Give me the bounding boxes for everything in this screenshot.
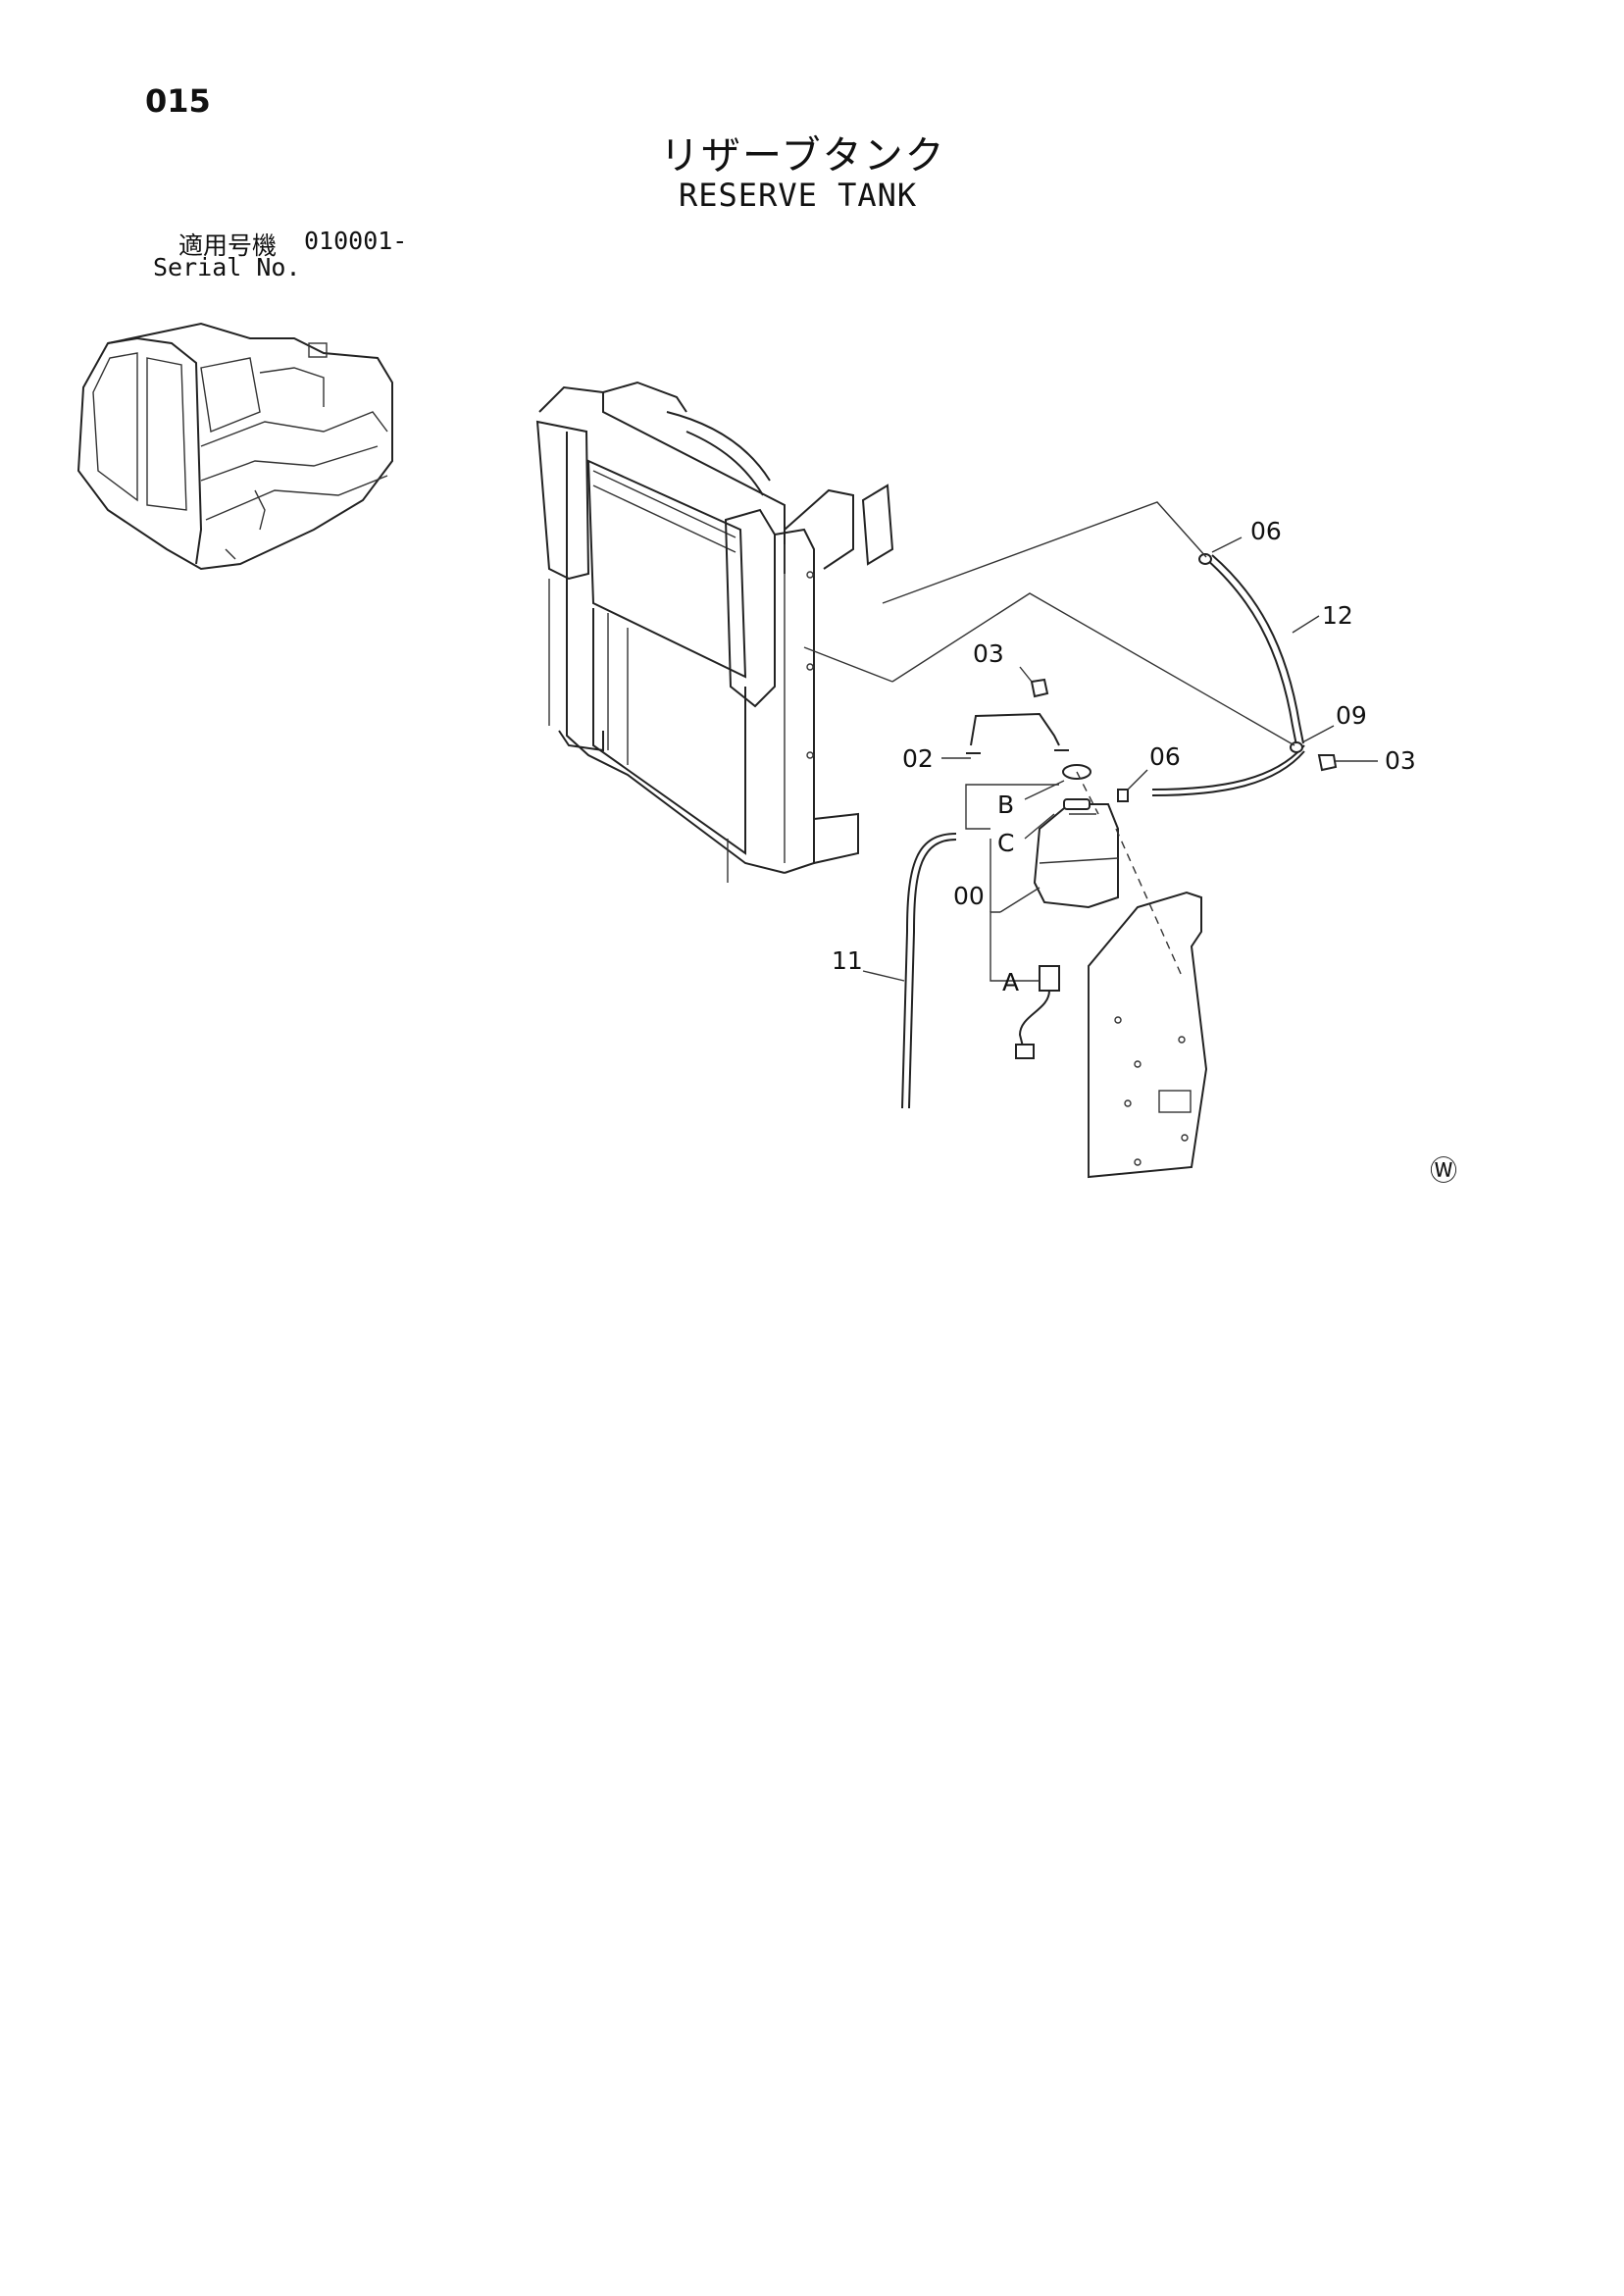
hose-12 [1151, 554, 1320, 796]
callout-03-top: 03 [973, 639, 1004, 668]
callout-c: C [997, 829, 1014, 857]
bolt-03-top [1019, 666, 1049, 698]
callout-09: 09 [1336, 701, 1367, 730]
leader-lines [803, 501, 1295, 982]
callout-06-mid: 06 [1149, 742, 1181, 771]
callout-03-right: 03 [1385, 746, 1416, 775]
clamp-09 [1290, 725, 1335, 753]
callout-02: 02 [902, 744, 934, 773]
bolt-03-right [1317, 754, 1378, 772]
mounting-plate [1088, 891, 1208, 1179]
excavator-overview-thumbnail [76, 322, 393, 571]
serial-label-english: Serial No. [153, 253, 301, 281]
page-title-english: RESERVE TANK [679, 177, 918, 214]
callout-06-top: 06 [1250, 517, 1282, 545]
page-number: 015 [145, 82, 211, 120]
clamp-06-mid [1117, 769, 1148, 802]
callout-a: A [1002, 968, 1019, 996]
page-title-japanese: リザーブタンク [660, 133, 946, 179]
serial-label-japanese: 適用号機 [178, 231, 278, 260]
hose-11 [862, 833, 957, 1109]
reserve-tank-00 [1033, 764, 1119, 909]
callout-00: 00 [953, 882, 985, 910]
serial-number-value: 010001- [304, 227, 408, 255]
radiator-assembly [535, 381, 894, 883]
level-sensor-a [1015, 965, 1060, 1059]
callout-11: 11 [832, 946, 863, 975]
callout-12: 12 [1322, 601, 1353, 630]
callout-b: B [997, 791, 1014, 819]
clamp-06-top [1198, 536, 1243, 565]
w-mark-icon: Ⓦ [1430, 1154, 1457, 1187]
bracket-02 [941, 712, 1069, 759]
